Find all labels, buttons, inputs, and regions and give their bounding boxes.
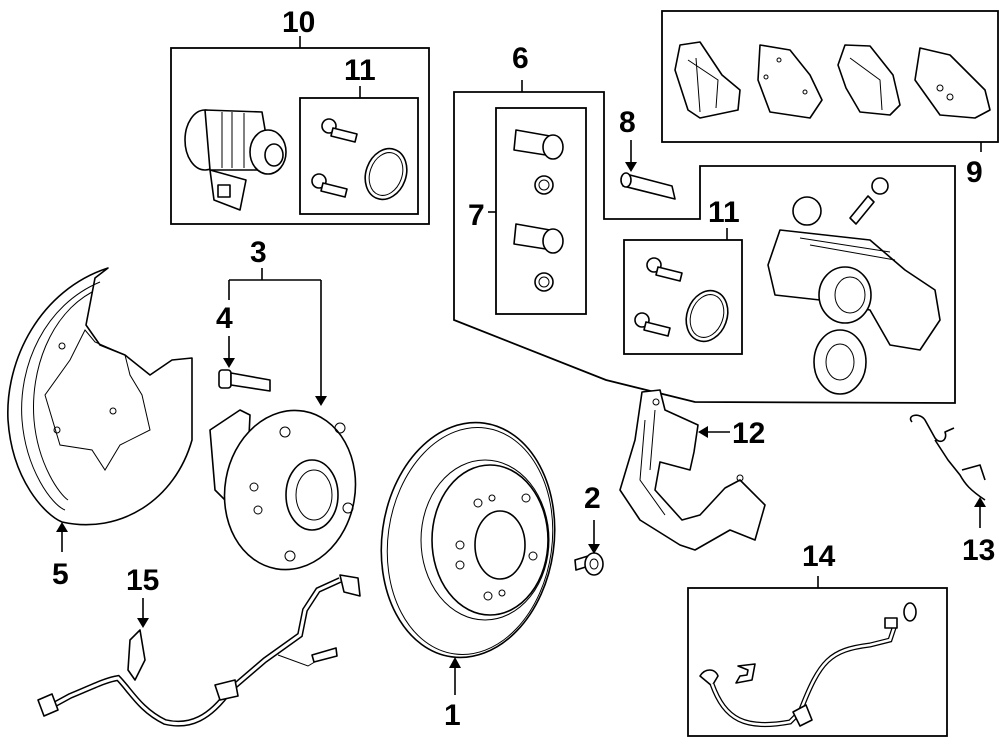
part-6-boundary [453, 91, 956, 404]
part-11-lower-box [623, 239, 743, 355]
part-6-group: 6 7 8 11 [453, 42, 956, 404]
spring-clip-icon [909, 414, 986, 501]
leader-3 [228, 268, 322, 398]
callout-11-lower[interactable]: 11 [708, 196, 740, 229]
callout-3[interactable]: 3 [250, 236, 267, 269]
caliper-body-icon [767, 177, 941, 395]
brake-pads-icon [674, 41, 991, 119]
callout-8[interactable]: 8 [619, 106, 636, 139]
arrow-15 [137, 618, 149, 628]
callout-13[interactable]: 13 [962, 534, 995, 567]
callout-5[interactable]: 5 [52, 558, 69, 591]
arrow-4 [223, 358, 235, 368]
callout-14[interactable]: 14 [802, 540, 836, 573]
callout-15[interactable]: 15 [126, 564, 159, 597]
rotor-screw-icon [574, 552, 604, 576]
callout-11-upper[interactable]: 11 [344, 54, 376, 87]
callout-6[interactable]: 6 [512, 42, 529, 75]
part-15-group: 15 [37, 564, 361, 727]
part-11-upper-box [299, 97, 419, 215]
seal-kit-icon-lower [634, 257, 729, 343]
guide-pin-boot-icons [513, 129, 564, 292]
callout-7[interactable]: 7 [468, 199, 485, 232]
rotor-icon [380, 421, 556, 659]
arrow-12 [698, 426, 708, 438]
part-3-group: 3 4 [209, 236, 357, 571]
arrow-13 [974, 497, 986, 507]
arrow-1 [449, 657, 461, 668]
backing-plate-icon [7, 267, 193, 526]
part-13-group: 13 [909, 414, 995, 567]
caliper-piston-icon [184, 109, 287, 211]
seal-kit-icon-upper [311, 118, 408, 201]
part-9-box [661, 10, 999, 143]
arrow-3 [315, 396, 327, 406]
part-7-box [495, 107, 587, 315]
hub-bearing-icon [209, 409, 357, 571]
callout-10[interactable]: 10 [282, 6, 315, 39]
part-2-group: 2 [574, 482, 604, 576]
part-14-box [687, 587, 948, 737]
part-9-group: 9 [661, 10, 999, 189]
brake-hose-icon [699, 602, 917, 728]
arrow-5 [56, 522, 68, 532]
caliper-bracket-icon [619, 389, 766, 551]
callout-4[interactable]: 4 [216, 302, 233, 335]
callout-12[interactable]: 12 [732, 417, 765, 450]
callout-2[interactable]: 2 [584, 482, 601, 515]
wheel-stud-icon [218, 369, 271, 392]
part-14-group: 14 [687, 540, 948, 737]
abs-sensor-harness-icon [37, 574, 361, 727]
part-10-box [170, 47, 430, 225]
part-5-group: 5 [7, 267, 193, 591]
part-10-group: 10 11 [170, 6, 430, 225]
callout-1[interactable]: 1 [444, 699, 461, 732]
part-12-group: 12 [619, 389, 766, 551]
arrow-8 [625, 162, 637, 172]
guide-pin-icon [620, 172, 676, 200]
part-1-group: 1 [380, 421, 556, 732]
arrow-2 [588, 544, 600, 554]
callout-9[interactable]: 9 [966, 156, 983, 189]
